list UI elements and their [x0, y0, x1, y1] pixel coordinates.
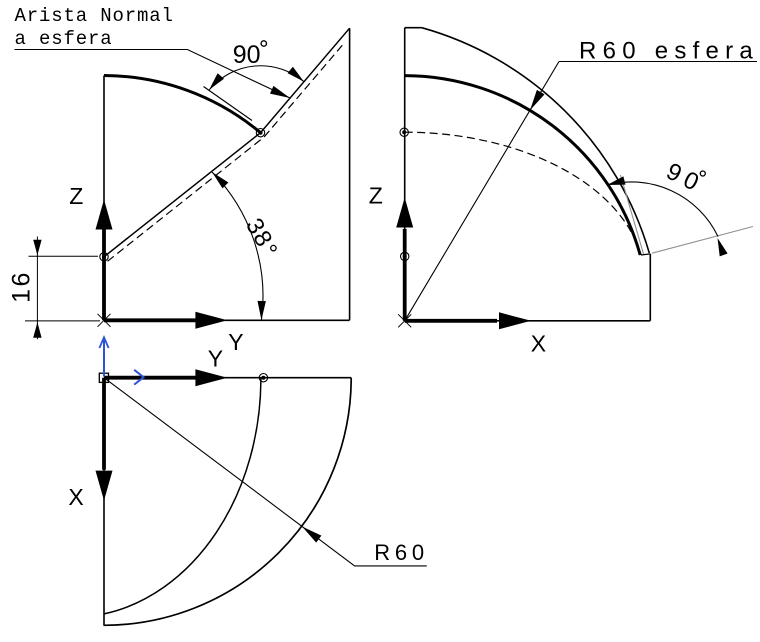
svg-text:Z: Z: [69, 183, 83, 209]
svg-text:X: X: [531, 331, 546, 357]
svg-text:Y: Y: [228, 329, 243, 355]
svg-text:90: 90: [233, 41, 261, 69]
svg-text:Arista Normal: Arista Normal: [15, 5, 174, 27]
svg-text:Z: Z: [369, 183, 383, 209]
svg-text:Y: Y: [208, 346, 223, 372]
svg-text:16: 16: [8, 270, 36, 303]
svg-text:X: X: [68, 484, 83, 510]
svg-text:90: 90: [662, 158, 708, 199]
svg-text:a esfera: a esfera: [15, 28, 113, 50]
svg-text:R60: R60: [374, 540, 428, 565]
svg-text:R60 esfera: R60 esfera: [579, 37, 759, 64]
